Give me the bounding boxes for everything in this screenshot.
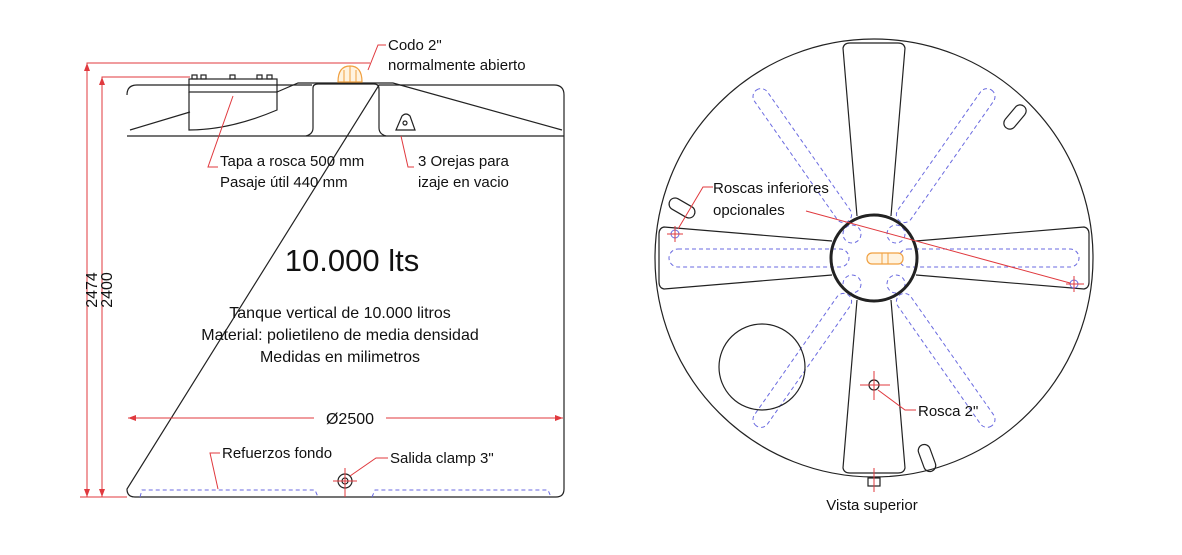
spokes: [658, 42, 1090, 474]
roof-slope-left: [129, 111, 191, 131]
roof-channel: [305, 83, 387, 137]
side-view: 2474 2400 Ø2500 Codo 2" normalmente abie…: [80, 37, 565, 498]
lid-label-2: Pasaje útil 440 mm: [220, 174, 348, 191]
capacity-title: 10.000 lts: [285, 243, 419, 278]
manhole-lid: [718, 323, 806, 411]
center-fitting-icon: [866, 252, 904, 265]
ears-label-2: izaje en vacio: [418, 174, 509, 191]
lifting-ear-icon: [395, 113, 416, 131]
threads-leader-right: [805, 210, 1071, 284]
optional-thread-icons: [667, 226, 1084, 292]
tank-outline: [126, 84, 565, 498]
lid-label-1: Tapa a rosca 500 mm: [220, 153, 364, 170]
lid-leader: [207, 95, 234, 168]
height-total-label: 2474: [84, 272, 101, 308]
screw-lid: [188, 74, 278, 131]
reinforcement-left: [139, 489, 319, 498]
thread-2in-label: Rosca 2": [918, 403, 978, 420]
center-dome: [829, 213, 919, 303]
description-line-1: Tanque vertical de 10.000 litros: [229, 305, 450, 322]
elbow-label-1: Codo 2": [388, 37, 442, 54]
top-view: Roscas inferiores opcionales Rosca 2" Vi…: [654, 38, 1094, 514]
reinforcement-leader: [209, 452, 220, 490]
lifting-ear-slots: [668, 104, 1027, 473]
reinforcement-right: [371, 489, 552, 498]
thread-2in-icon: [860, 371, 890, 400]
outlet-leader: [349, 457, 388, 477]
threads-label-2: opcionales: [713, 202, 785, 219]
roof-slope-right: [276, 82, 563, 131]
clamp-outlet-icon: [333, 468, 357, 497]
elbow-fitting-icon: [337, 65, 363, 83]
elbow-leader: [367, 44, 386, 71]
threads-label-1: Roscas inferiores: [713, 180, 829, 197]
elbow-label-2: normalmente abierto: [388, 57, 526, 74]
bottom-outlet-icon: [867, 468, 881, 492]
ears-leader: [400, 135, 414, 168]
top-view-caption: Vista superior: [826, 497, 917, 514]
description-line-3: Medidas en milimetros: [260, 349, 420, 366]
outlet-label: Salida clamp 3": [390, 450, 494, 467]
height-dimensions: 2474 2400: [80, 62, 370, 498]
ear-hole: [402, 120, 408, 126]
ears-label-1: 3 Orejas para: [418, 153, 510, 170]
height-body-label: 2400: [99, 272, 116, 308]
threads-leader-left: [677, 186, 713, 230]
diameter-label: Ø2500: [326, 411, 374, 428]
thread-2in-leader: [877, 389, 916, 411]
reinforcement-label: Refuerzos fondo: [222, 445, 332, 462]
hidden-ribs: [668, 88, 1080, 428]
description-line-2: Material: polietileno de media densidad: [201, 327, 479, 344]
diameter-dimension: Ø2500: [128, 411, 563, 428]
